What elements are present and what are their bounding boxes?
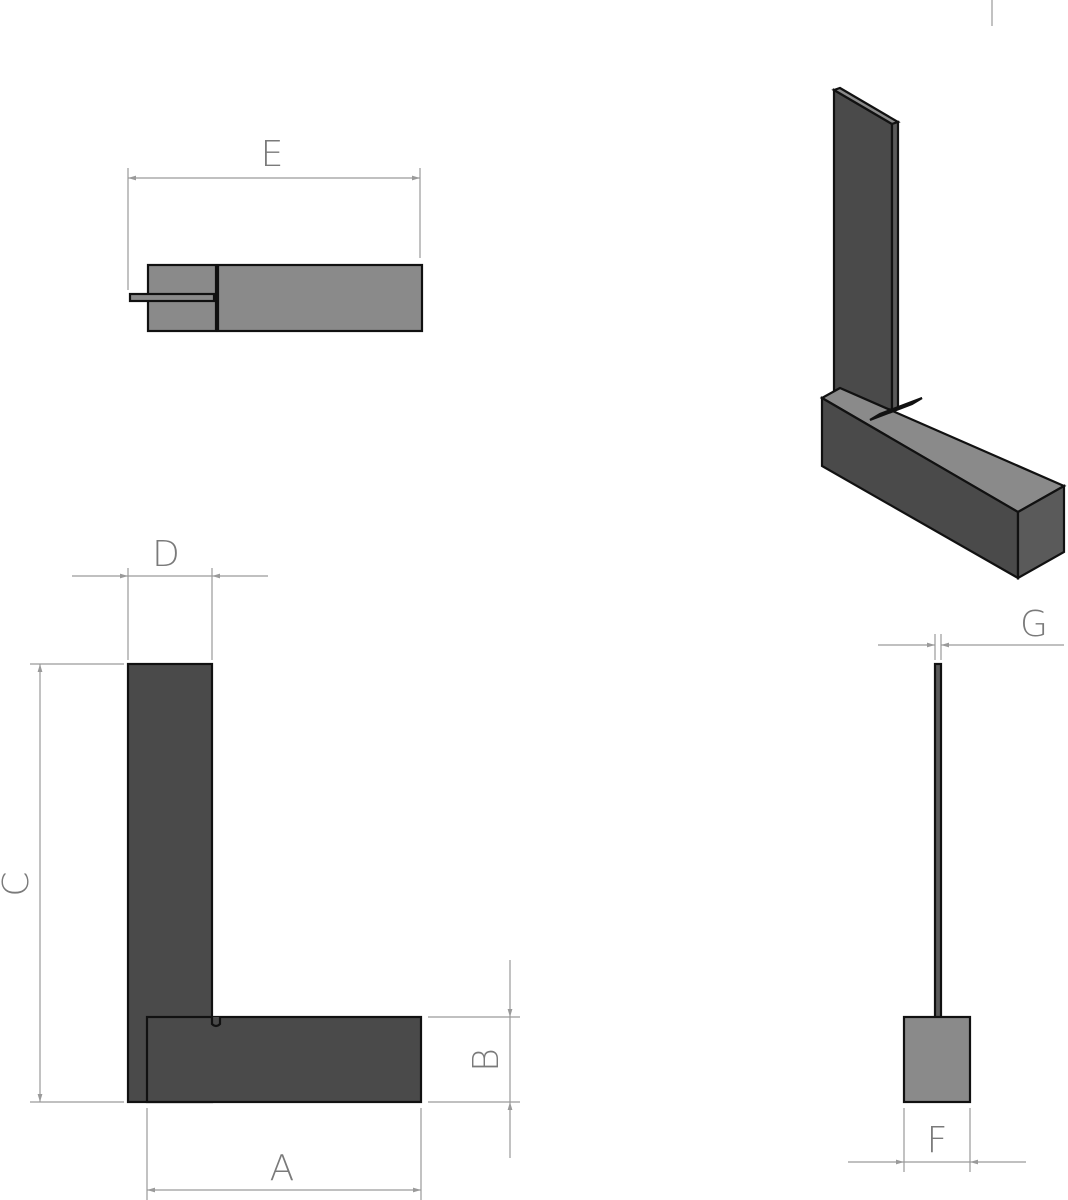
iso-blade-side-edge (890, 120, 900, 412)
dim-c-label: C (0, 871, 37, 896)
iso-stock-slot (869, 396, 923, 422)
dim-f-label: F (927, 1120, 948, 1161)
side-view: G F (848, 604, 1064, 1172)
side-view-blade (933, 662, 943, 1020)
dim-b-label: B (466, 1048, 507, 1072)
dim-g-label: G (1020, 604, 1048, 645)
dim-e-label: E (261, 134, 284, 175)
iso-blade-face (832, 88, 894, 412)
isometric-view (819, 86, 1067, 580)
front-view-stock (145, 1015, 423, 1104)
top-view-blade (128, 292, 216, 303)
dim-a-label: A (270, 1148, 295, 1189)
iso-stock-end (1016, 484, 1066, 580)
top-view: E (127, 134, 424, 333)
front-view-slot (210, 1017, 222, 1028)
side-view-stock (902, 1015, 972, 1104)
top-view-stock (216, 263, 424, 333)
front-view: D C B A (0, 534, 520, 1200)
dim-d-label: D (152, 534, 180, 575)
